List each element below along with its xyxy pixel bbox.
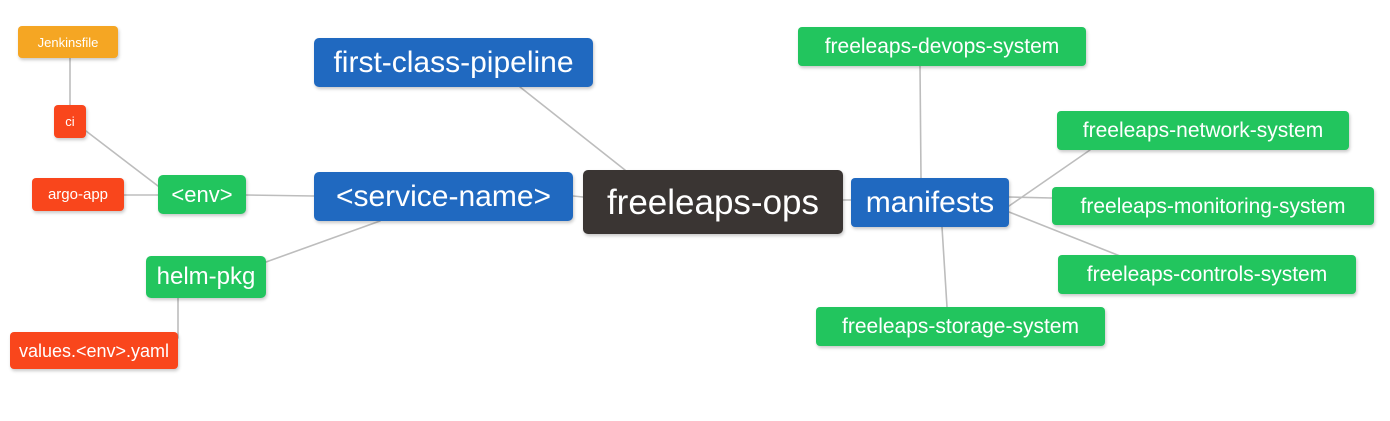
node-label-first-class-pipeline: first-class-pipeline xyxy=(333,45,574,79)
mindmap-node-service-name[interactable]: <service-name> xyxy=(314,172,573,221)
mindmap-node-values-env-yaml[interactable]: values.<env>.yaml xyxy=(10,332,178,369)
node-label-values-env-yaml: values.<env>.yaml xyxy=(18,340,170,361)
edge-helm-pkg-to-service-name xyxy=(265,220,381,263)
node-label-service-name: <service-name> xyxy=(335,179,552,213)
node-label-helm-pkg: helm-pkg xyxy=(156,263,256,290)
node-label-freeleaps-network-system: freeleaps-network-system xyxy=(1082,119,1324,142)
edge-manifests-to-freeleaps-storage-system xyxy=(941,226,948,308)
mindmap-node-jenkinsfile[interactable]: Jenkinsfile xyxy=(18,26,118,58)
node-label-manifests: manifests xyxy=(865,185,995,219)
node-label-freeleaps-devops-system: freeleaps-devops-system xyxy=(824,35,1060,58)
edge-manifests-to-freeleaps-devops-system xyxy=(919,65,922,179)
edge-service-name-to-freeleaps-ops xyxy=(572,195,584,198)
mindmap-node-freeleaps-ops[interactable]: freeleaps-ops xyxy=(583,170,843,234)
node-label-freeleaps-monitoring-system: freeleaps-monitoring-system xyxy=(1080,194,1346,218)
mindmap-node-freeleaps-network-system[interactable]: freeleaps-network-system xyxy=(1057,111,1349,150)
mindmap-node-freeleaps-devops-system[interactable]: freeleaps-devops-system xyxy=(798,27,1086,66)
edge-first-class-pipeline-to-freeleaps-ops xyxy=(519,86,626,171)
node-label-env: <env> xyxy=(171,181,233,207)
node-label-freeleaps-ops: freeleaps-ops xyxy=(606,182,820,222)
edge-manifests-to-freeleaps-monitoring-system xyxy=(1008,196,1053,199)
mindmap-node-argo-app[interactable]: argo-app xyxy=(32,178,124,211)
node-label-argo-app: argo-app xyxy=(47,186,109,203)
node-label-freeleaps-controls-system: freeleaps-controls-system xyxy=(1086,263,1328,286)
node-label-ci: ci xyxy=(65,114,75,129)
node-label-jenkinsfile: Jenkinsfile xyxy=(37,34,99,50)
mindmap-node-freeleaps-controls-system[interactable]: freeleaps-controls-system xyxy=(1058,255,1356,294)
mindmap-node-env[interactable]: <env> xyxy=(158,175,246,214)
mindmap-node-freeleaps-monitoring-system[interactable]: freeleaps-monitoring-system xyxy=(1052,187,1374,225)
mindmap-node-manifests[interactable]: manifests xyxy=(851,178,1009,227)
mindmap-node-helm-pkg[interactable]: helm-pkg xyxy=(146,256,266,298)
mindmap-node-freeleaps-storage-system[interactable]: freeleaps-storage-system xyxy=(816,307,1105,346)
mindmap-node-first-class-pipeline[interactable]: first-class-pipeline xyxy=(314,38,593,87)
mindmap-node-ci[interactable]: ci xyxy=(54,105,86,138)
node-label-freeleaps-storage-system: freeleaps-storage-system xyxy=(842,315,1079,338)
edge-env-to-service-name xyxy=(245,194,315,197)
